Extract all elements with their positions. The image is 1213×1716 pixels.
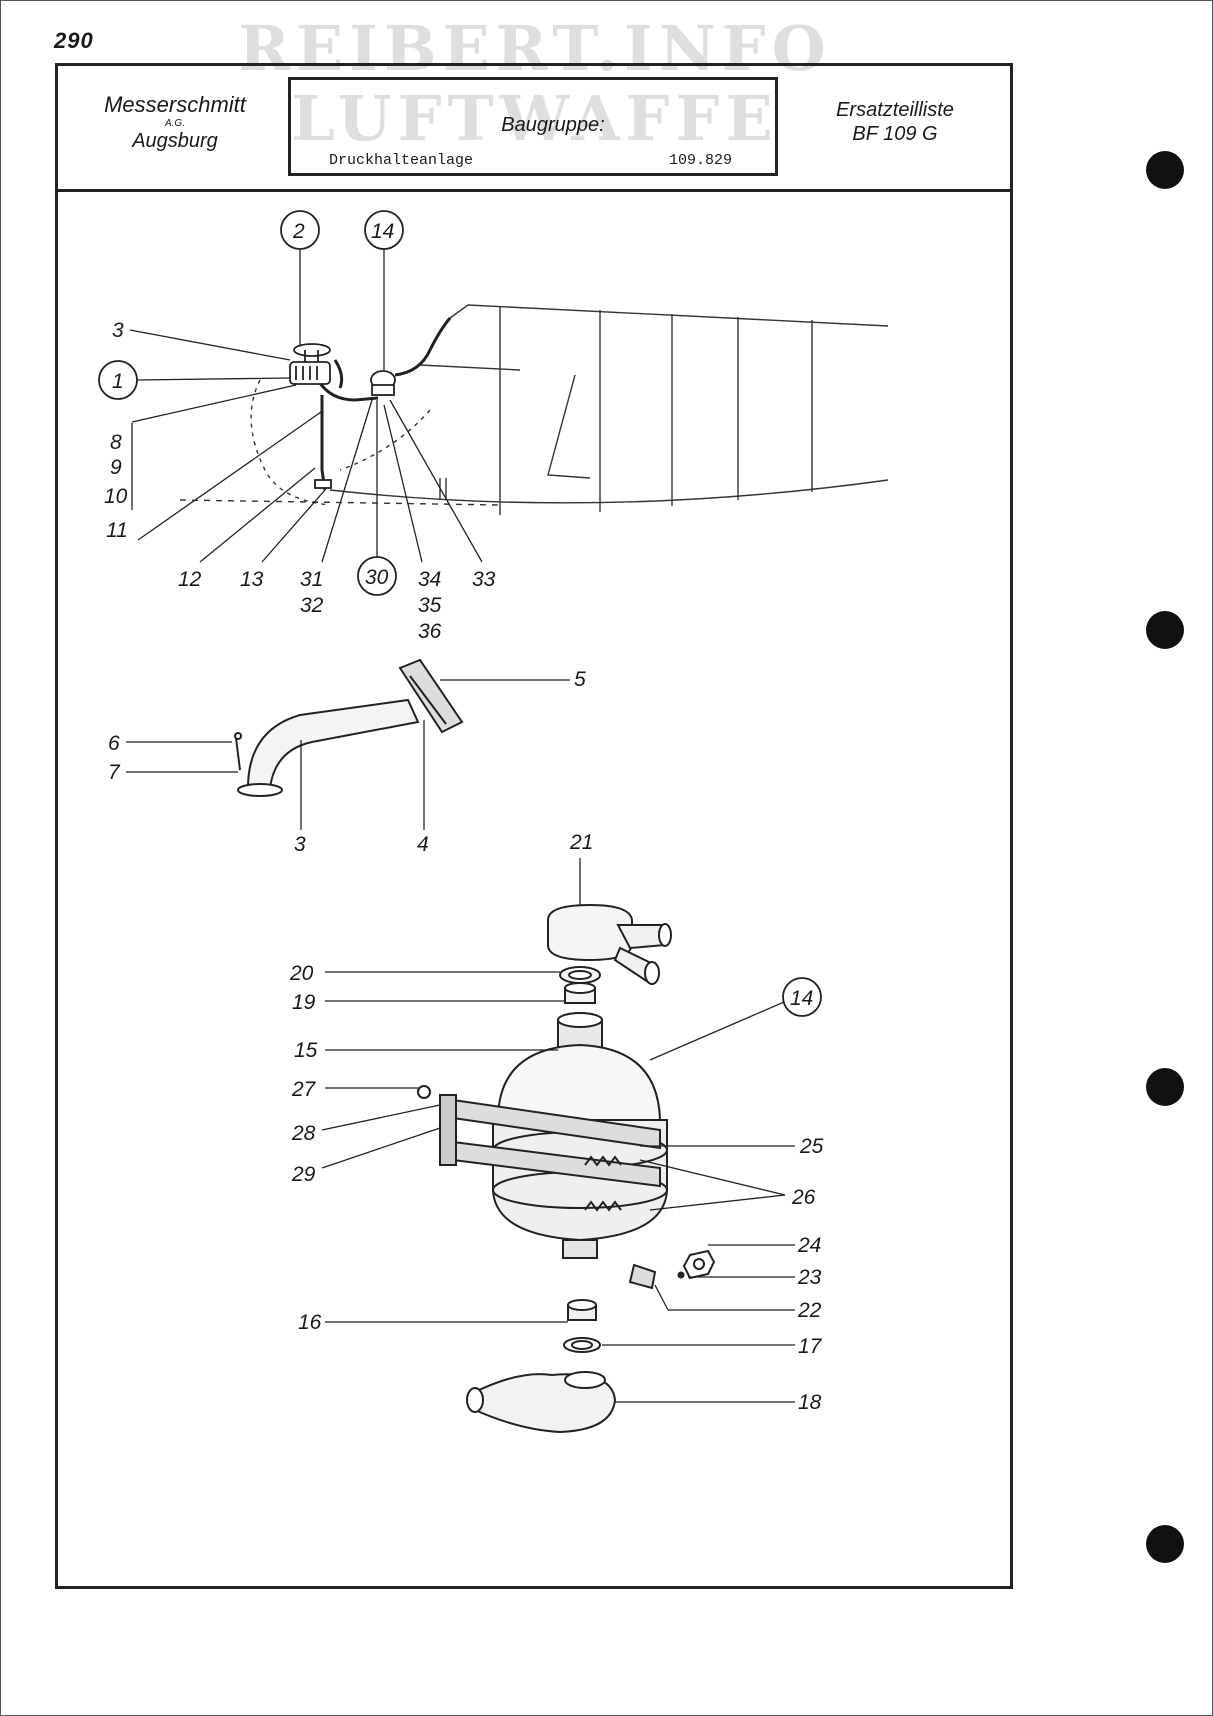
callout-circles: [98, 210, 822, 1017]
callout-14: 14: [371, 220, 394, 243]
callout-24: 24: [797, 1234, 821, 1257]
callout-5: 5: [574, 668, 586, 691]
fuselage-drawing: [179, 304, 889, 515]
callout-27: 27: [291, 1078, 317, 1101]
callout-35: 35: [418, 594, 442, 617]
callout-2: 2: [292, 220, 305, 243]
watermark-line-1: REIBERT.INFO: [238, 12, 832, 85]
assembly-group-name: Druckhalteanlage: [329, 152, 474, 169]
callout-14-vessel: 14: [790, 987, 813, 1010]
callout-7: 7: [108, 761, 121, 784]
callout-3: 3: [112, 319, 124, 342]
company-name: Messerschmitt: [104, 92, 246, 117]
assembly-group-number: 109.829: [669, 152, 733, 169]
callout-8: 8: [110, 431, 122, 454]
callout-25: 25: [799, 1135, 824, 1158]
callout-32: 32: [300, 594, 324, 617]
watermark: REIBERT.INFO LUFTWAFFE: [205, 14, 865, 154]
callout-9: 9: [110, 456, 122, 479]
callout-17: 17: [798, 1335, 823, 1358]
assembly-group-label: Baugruppe:: [501, 114, 605, 136]
callout-1: 1: [112, 370, 124, 393]
binder-hole-icon: [1146, 611, 1184, 649]
callout-33: 33: [472, 568, 496, 591]
callout-34: 34: [418, 568, 441, 591]
leader-lines-vessel: [321, 858, 795, 1403]
company-block: Messerschmitt A.G. Augsburg: [95, 92, 255, 153]
pressure-vessel-drawing: [417, 903, 716, 1434]
callout-13: 13: [240, 568, 264, 591]
callout-3-pipe: 3: [294, 833, 306, 856]
callout-19: 19: [292, 991, 316, 1014]
document-frame: [55, 63, 1013, 1589]
callout-23: 23: [797, 1266, 822, 1289]
catalog-block: Ersatzteilliste BF 109 G: [810, 98, 980, 146]
binder-hole-icon: [1146, 1068, 1184, 1106]
callout-31: 31: [300, 568, 323, 591]
bent-pipe-drawing: [234, 658, 464, 797]
callout-18: 18: [798, 1391, 822, 1414]
callout-15: 15: [294, 1039, 318, 1062]
callout-29: 29: [291, 1163, 316, 1186]
callout-30: 30: [365, 566, 389, 589]
callout-28: 28: [291, 1122, 316, 1145]
catalog-title: Ersatzteilliste: [836, 99, 954, 121]
header-divider: [55, 189, 1013, 192]
binder-hole-icon: [1146, 1525, 1184, 1563]
company-suffix: A.G.: [164, 118, 185, 129]
leader-lines-pipe: [126, 679, 570, 830]
binder-hole-icon: [1146, 151, 1184, 189]
callout-16: 16: [298, 1311, 322, 1334]
leader-lines-upper: [129, 249, 483, 563]
callout-10: 10: [104, 485, 128, 508]
valve-assembly: [289, 343, 396, 489]
callout-22: 22: [797, 1299, 822, 1322]
callout-36: 36: [418, 620, 442, 643]
aircraft-type: BF 109 G: [852, 123, 938, 145]
assembly-title-box: Baugruppe: Druckhalteanlage 109.829: [288, 77, 778, 176]
callout-4: 4: [417, 833, 429, 856]
callout-6: 6: [108, 732, 120, 755]
callout-12: 12: [178, 568, 202, 591]
callout-21: 21: [569, 831, 593, 854]
callout-11: 11: [106, 519, 128, 542]
company-city: Augsburg: [132, 130, 218, 152]
page-number: 290: [54, 28, 94, 53]
watermark-line-2: LUFTWAFFE: [291, 82, 779, 155]
callout-20: 20: [289, 962, 314, 985]
callout-26: 26: [791, 1186, 816, 1209]
